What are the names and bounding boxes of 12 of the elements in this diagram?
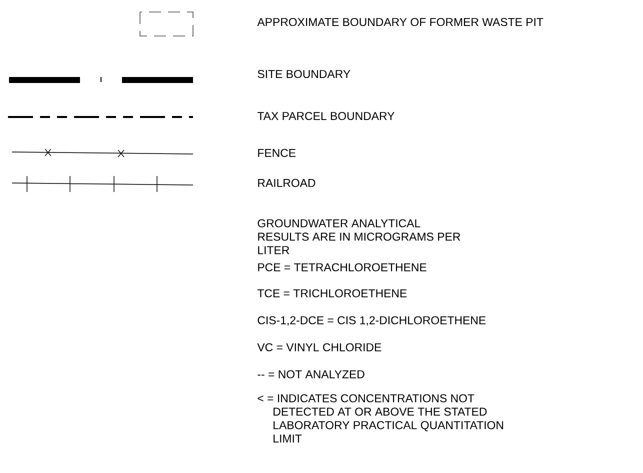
note-text: GROUNDWATER ANALYTICAL RESULTS ARE IN MICROGRAMS PER LITER [258,219,460,254]
legend-text: TAX PARCEL BOUNDARY [257,112,394,120]
legend-text: RAILROAD [258,178,316,188]
legend-text: APPROXIMATE BOUNDARY OF FORMER WASTE PIT [257,18,544,26]
note-text: TCE = TRICHLOROETHENE [257,289,407,298]
note-text: -- = NOT ANALYZED [258,370,364,378]
note-text: PCE = TETRACHLOROETHENE [258,263,426,272]
legend-text: FENCE [258,148,296,158]
note-text: CIS-1,2-DCE = CIS 1,2-DICHLOROETHENE [258,316,486,326]
note-text: VC = VINYL CHLORIDE [257,343,382,352]
note-text: < = INDICATES CONCENTRATIONS NOT DETECTED AT OR ABOVE THE STATED LABORATORY PRACTICAL QUANTITATION LIMIT [258,394,504,443]
legend-text: SITE BOUNDARY [258,70,350,78]
